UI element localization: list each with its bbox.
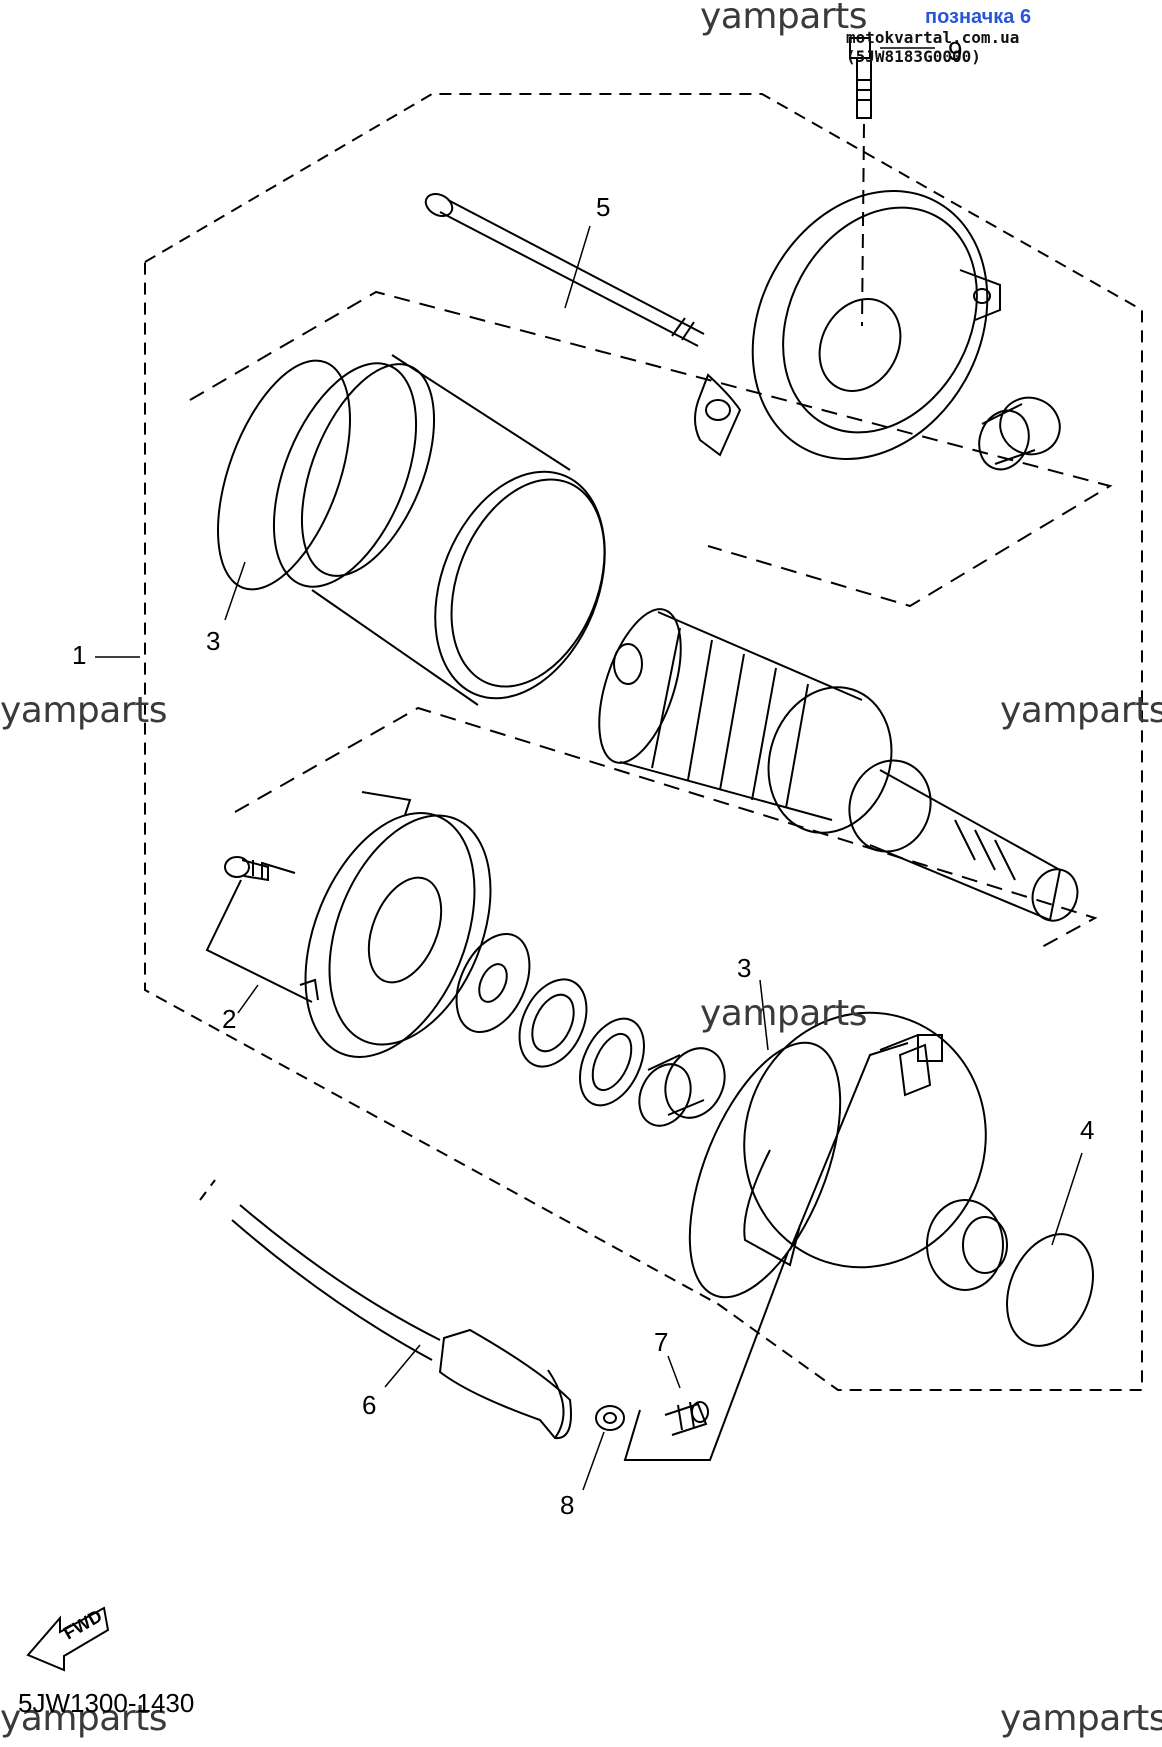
o-ring-lower xyxy=(688,1041,842,1299)
rear-cover xyxy=(743,1011,1008,1291)
callout-8: 8 xyxy=(560,1490,575,1520)
callout-4: 4 xyxy=(1080,1115,1095,1145)
washer-b xyxy=(518,978,588,1068)
oil-seal xyxy=(579,1017,645,1107)
leader-lines xyxy=(95,47,1083,1491)
source-link[interactable]: позначка 6 xyxy=(925,6,1032,28)
needle-bearing xyxy=(638,1047,726,1127)
callout-9: 9 xyxy=(948,36,963,66)
fwd-arrow-icon xyxy=(26,1606,110,1672)
watermark-center: yamparts xyxy=(700,993,868,1034)
armature-group-outline xyxy=(234,706,1098,949)
watermark-left: yamparts xyxy=(0,690,168,731)
callout-7: 7 xyxy=(654,1327,669,1357)
brush-holder xyxy=(299,791,492,1058)
front-cover xyxy=(694,190,1001,460)
callout-6: 6 xyxy=(362,1390,377,1420)
callout-2: 2 xyxy=(222,1004,237,1034)
fwd-label: FWD xyxy=(60,1606,105,1644)
brush-holder-screw xyxy=(224,856,269,882)
yoke-group-outline xyxy=(189,290,1113,608)
source-caption: motokvartal.com.ua (5JW8183G0000) xyxy=(846,28,1020,66)
watermark-right: yamparts xyxy=(1000,690,1162,731)
watermark-bottom-right: yamparts xyxy=(1000,1698,1162,1739)
washer-a xyxy=(455,932,531,1034)
part7-leader-box xyxy=(623,1251,789,1461)
terminal-bolt xyxy=(664,1401,709,1436)
yoke-housing xyxy=(272,354,606,706)
through-bolt xyxy=(424,192,705,347)
o-ring-4 xyxy=(1006,1233,1094,1347)
starter-cable xyxy=(231,1204,572,1440)
callout-3-upper: 3 xyxy=(206,626,221,656)
callout-5: 5 xyxy=(596,192,611,222)
watermark-bottom-left: yamparts xyxy=(0,1698,168,1739)
nut xyxy=(595,1405,625,1431)
part2-leader-box xyxy=(205,879,313,1003)
diagram-code: 5JW1300-1430 xyxy=(18,1688,195,1718)
cable-hint-outline xyxy=(199,1179,216,1201)
callout-3-lower: 3 xyxy=(737,953,752,983)
cover-leader-line xyxy=(789,1042,909,1251)
callout-1: 1 xyxy=(72,640,87,670)
o-ring-upper xyxy=(217,359,351,591)
cover-bolt xyxy=(849,37,872,327)
armature xyxy=(598,608,1079,922)
watermark-top: yamparts xyxy=(700,0,868,37)
assembly-boundary xyxy=(144,93,1143,1391)
bushing xyxy=(978,396,1061,471)
screw-pointer xyxy=(261,862,296,874)
